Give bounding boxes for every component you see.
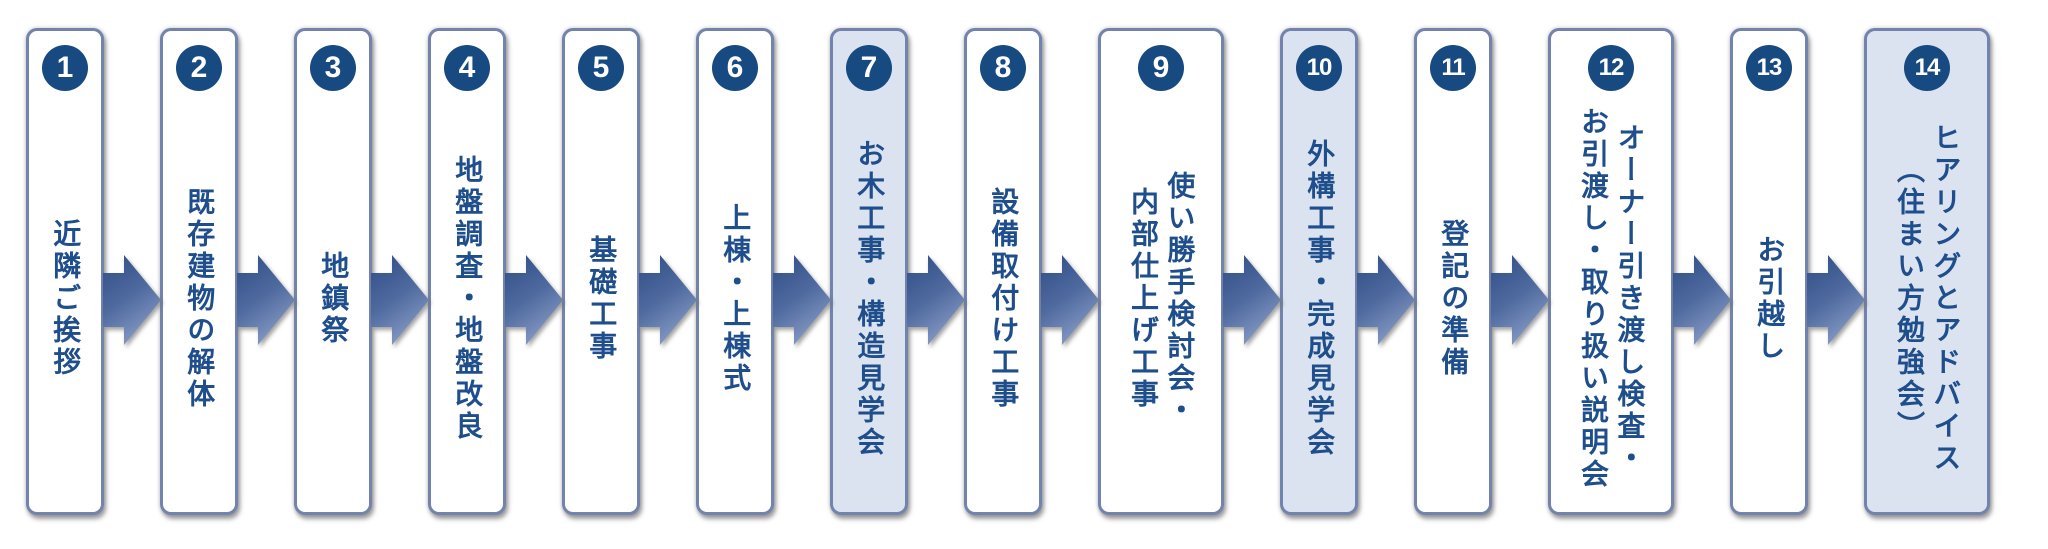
right-arrow-icon xyxy=(370,255,430,345)
step-card-3: 3 地鎮祭 xyxy=(294,28,372,515)
step-card-5: 5 基礎工事 xyxy=(562,28,640,515)
right-arrow-icon xyxy=(1806,255,1866,345)
step-number-badge: 9 xyxy=(1138,45,1184,91)
step-label: 地鎮祭 xyxy=(318,250,350,347)
step-label: 使い勝手検討会・内部仕上げ工事 xyxy=(1128,170,1196,427)
step-number-badge: 3 xyxy=(310,45,356,91)
step-number-badge: 10 xyxy=(1296,45,1342,91)
step-number-badge: 1 xyxy=(42,45,88,91)
step-card-2: 2 既存建物の解体 xyxy=(160,28,238,515)
step-label: お引越し xyxy=(1754,234,1786,363)
step-card-7: 7 お木工事・構造見学会 xyxy=(830,28,908,515)
step-card-10: 10 外構工事・完成見学会 xyxy=(1280,28,1358,515)
step-card-8: 8 設備取付け工事 xyxy=(964,28,1042,515)
right-arrow-icon xyxy=(102,255,162,345)
step-card-9: 9 使い勝手検討会・内部仕上げ工事 xyxy=(1098,28,1224,515)
right-arrow-icon xyxy=(906,255,966,345)
step-label: 近隣ご挨拶 xyxy=(50,218,82,379)
step-label: 登記の準備 xyxy=(1438,218,1470,379)
step-label: ヒアリングとアドバイス（住まい方勉強会） xyxy=(1894,122,1962,475)
step-label: オーナー引き渡し検査・お引渡し・取り扱い説明会 xyxy=(1578,106,1646,491)
step-card-11: 11 登記の準備 xyxy=(1414,28,1492,515)
step-card-6: 6 上棟・上棟式 xyxy=(696,28,774,515)
right-arrow-icon xyxy=(504,255,564,345)
step-label: 設備取付け工事 xyxy=(988,186,1020,411)
right-arrow-icon xyxy=(1040,255,1100,345)
right-arrow-icon xyxy=(1222,255,1282,345)
step-card-1: 1 近隣ご挨拶 xyxy=(26,28,104,515)
step-number-badge: 11 xyxy=(1430,45,1476,91)
step-label: 上棟・上棟式 xyxy=(720,202,752,395)
step-number-badge: 2 xyxy=(176,45,222,91)
step-label: 既存建物の解体 xyxy=(184,186,216,411)
step-label: 外構工事・完成見学会 xyxy=(1304,138,1336,459)
right-arrow-icon xyxy=(1672,255,1732,345)
right-arrow-icon xyxy=(772,255,832,345)
right-arrow-icon xyxy=(236,255,296,345)
step-card-13: 13 お引越し xyxy=(1730,28,1808,515)
step-label: 基礎工事 xyxy=(586,234,618,363)
right-arrow-icon xyxy=(638,255,698,345)
step-number-badge: 7 xyxy=(846,45,892,91)
step-number-badge: 4 xyxy=(444,45,490,91)
step-number-badge: 6 xyxy=(712,45,758,91)
step-number-badge: 12 xyxy=(1588,45,1634,91)
step-card-14: 14 ヒアリングとアドバイス（住まい方勉強会） xyxy=(1864,28,1990,515)
right-arrow-icon xyxy=(1490,255,1550,345)
step-number-badge: 13 xyxy=(1746,45,1792,91)
step-card-12: 12 オーナー引き渡し検査・お引渡し・取り扱い説明会 xyxy=(1548,28,1674,515)
right-arrow-icon xyxy=(1356,255,1416,345)
step-number-badge: 14 xyxy=(1904,45,1950,91)
step-label: 地盤調査・地盤改良 xyxy=(452,154,484,443)
step-number-badge: 5 xyxy=(578,45,624,91)
step-label: お木工事・構造見学会 xyxy=(854,138,886,459)
step-card-4: 4 地盤調査・地盤改良 xyxy=(428,28,506,515)
step-number-badge: 8 xyxy=(980,45,1026,91)
